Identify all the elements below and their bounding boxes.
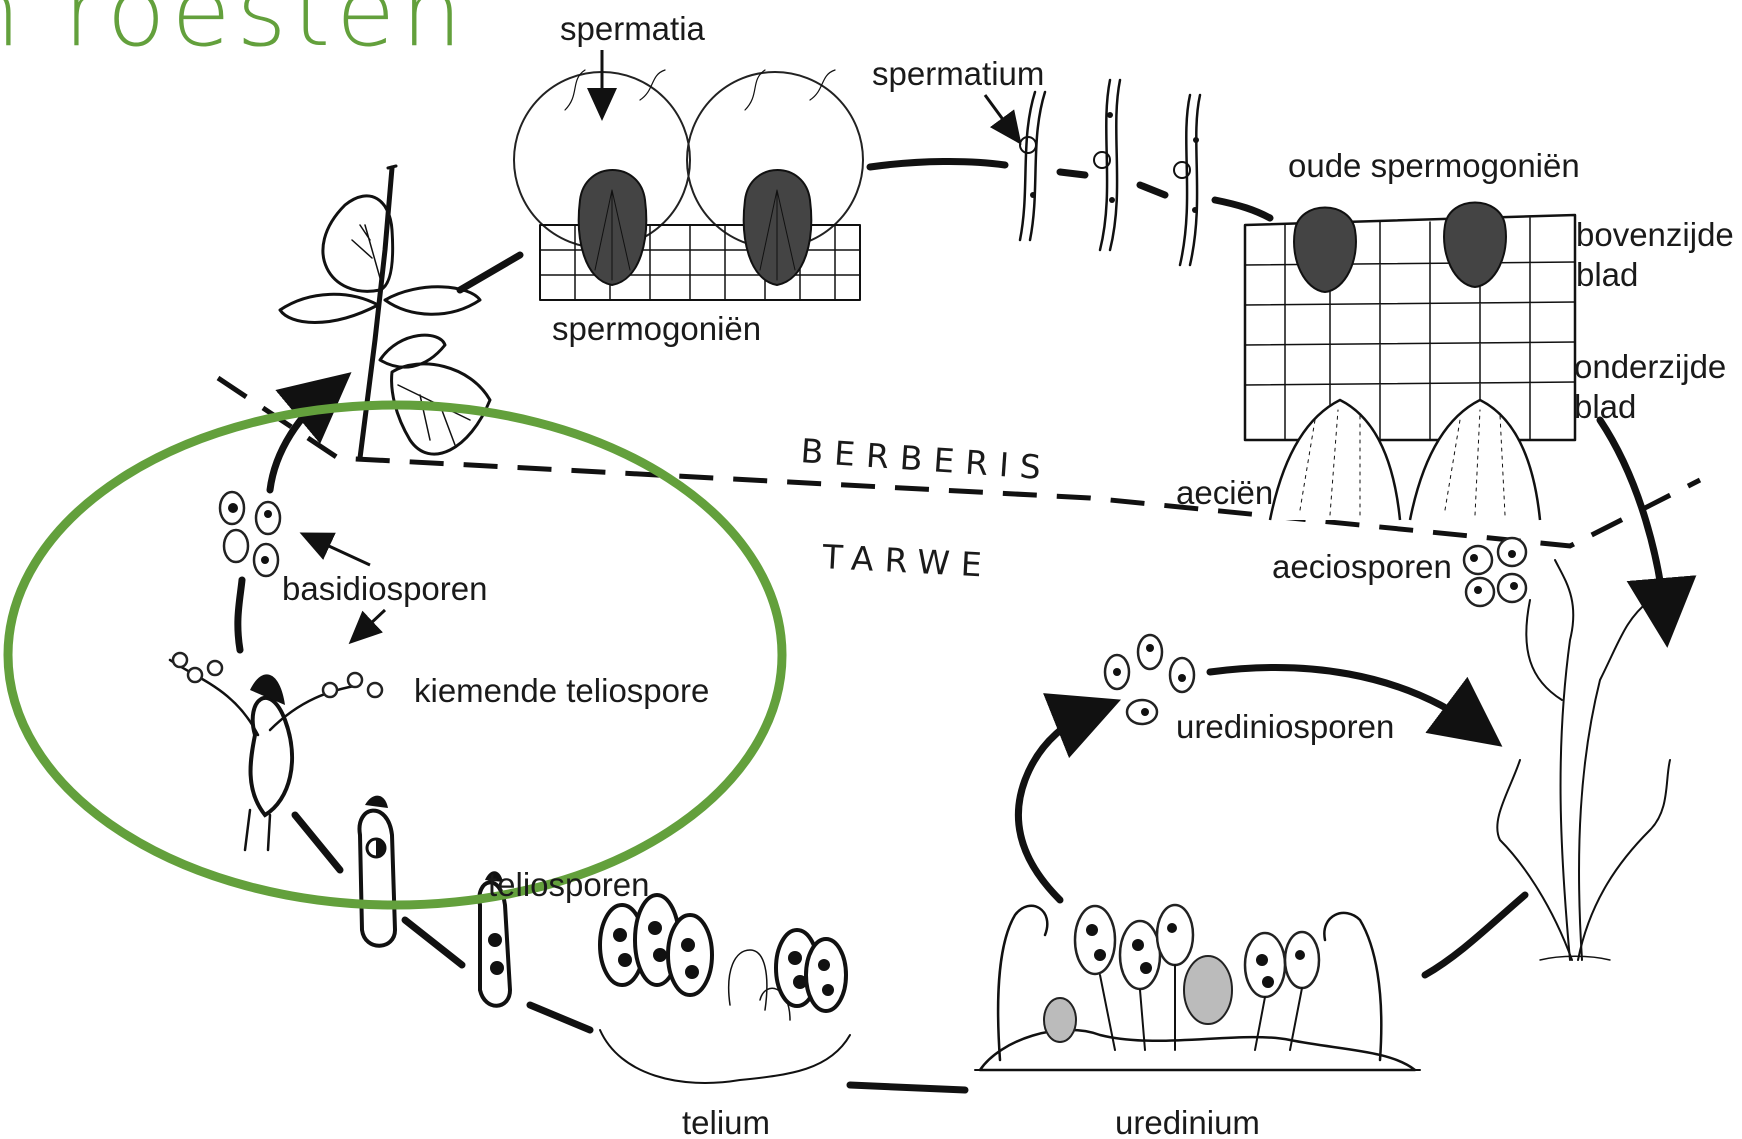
spermatium-hyphae-illustration — [1020, 80, 1200, 265]
slide-title: n roesten — [0, 0, 468, 68]
label-spermogonien: spermogoniën — [552, 310, 761, 347]
label-spermatium: spermatium — [872, 55, 1044, 92]
cycle-line-wheat-to-uredinium — [1425, 895, 1525, 975]
cycle-line-plant-to-spermogonia — [460, 255, 520, 290]
cycle-line-germinating-to-teliospore — [295, 815, 340, 870]
cycle-line-spermatium-segment-b — [1140, 185, 1165, 195]
label-oude-spermogonien: oude spermogoniën — [1288, 147, 1580, 184]
cycle-line-teliospores-link — [405, 920, 462, 965]
host-label-berberis: BERBERIS — [799, 431, 1053, 487]
telium-illustration — [600, 895, 850, 1083]
spermogonia-illustration — [514, 70, 863, 300]
cycle-arrow-uredinium-to-urediniospores — [1018, 710, 1095, 900]
cycle-line-spermatium-to-aecia — [1215, 200, 1270, 218]
uredinium-illustration — [975, 905, 1420, 1070]
label-kiemende-teliospore: kiemende teliospore — [414, 672, 709, 709]
label-onderzijde-blad: blad — [1574, 388, 1636, 425]
label-telium: telium — [682, 1104, 770, 1139]
label-bovenzijde: bovenzijde — [1576, 216, 1734, 253]
basidiospores-illustration — [220, 492, 280, 576]
highlight-ellipse — [8, 405, 782, 905]
label-bovenzijde-blad: blad — [1576, 256, 1638, 293]
label-urediniosporen: urediniosporen — [1176, 708, 1394, 745]
basidiospores-pointer-arrow — [305, 535, 370, 565]
label-teliosporen: teliosporen — [488, 866, 649, 903]
label-aeciosporen: aeciosporen — [1272, 548, 1452, 585]
cycle-line-telium-to-uredinium — [850, 1085, 965, 1090]
spermatium-pointer-arrow — [985, 95, 1018, 140]
cycle-line-spermatium-segment-a — [1060, 172, 1085, 175]
label-basidiosporen: basidiosporen — [282, 570, 487, 607]
host-label-tarwe: TARWE — [821, 537, 994, 585]
cycle-line-teliospore-to-telium — [530, 1005, 590, 1030]
label-spermatia: spermatia — [560, 10, 706, 47]
label-uredinium: uredinium — [1115, 1104, 1260, 1139]
label-aecien: aeciën — [1176, 474, 1273, 511]
cycle-line-spermogonia-to-spermatium — [870, 161, 1005, 167]
germinating-teliospore-illustration — [170, 653, 382, 850]
aeciospores-illustration — [1464, 538, 1526, 606]
cycle-arrow-basidiospores-to-plant — [270, 390, 330, 490]
kiemende-teliospore-pointer-arrow — [353, 610, 385, 640]
aecia-leaf-section-illustration — [1245, 203, 1575, 521]
cycle-arrow-aecia-to-wheat — [1600, 420, 1665, 620]
label-onderzijde: onderzijde — [1574, 348, 1726, 385]
cycle-line-basidia-to-spores — [238, 580, 242, 650]
